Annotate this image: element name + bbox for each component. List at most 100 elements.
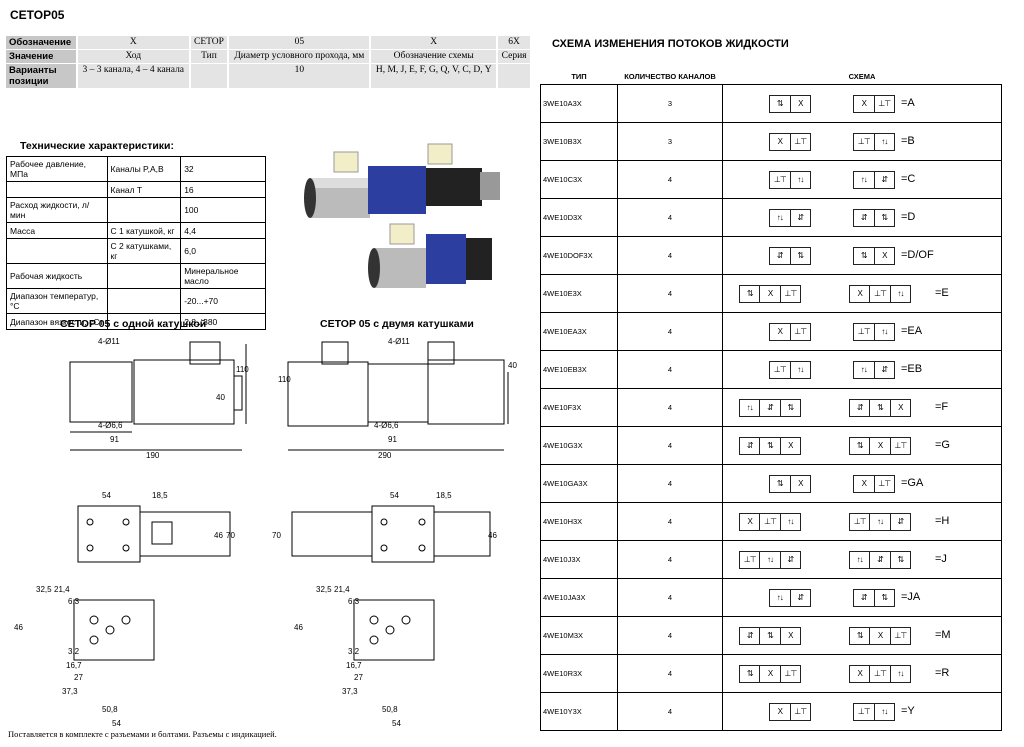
valve-position-icon: X (854, 96, 875, 112)
scheme-symbol: ↑↓⇵⇅⇵⇅X=F (725, 389, 999, 426)
code-cell (188, 63, 229, 89)
dim-110: 110 (236, 365, 249, 374)
valve-position-icon: ↑↓ (787, 517, 794, 526)
valve-photo (304, 143, 500, 288)
two-coil-title: CETOP 05 с двумя катушками (320, 318, 474, 330)
spec-cell-c: -20...+70 (180, 288, 266, 314)
dim-70-b: 70 (272, 531, 281, 540)
dim-46-d: 46 (294, 623, 303, 632)
dim-91: 91 (110, 435, 119, 444)
dim-16-7: 16,7 (66, 661, 82, 670)
code-cell: Обозначение схемы (369, 49, 498, 64)
dim-54-c: 54 (112, 719, 121, 728)
header-count: КОЛИЧЕСТВО КАНАЛОВ (624, 71, 716, 81)
scheme-type: 3WE10A3X (540, 84, 618, 123)
dim-70: 70 (226, 531, 235, 540)
dim-21-4: 21,4 (54, 585, 70, 594)
valve-position-icon: ⊥⊤ (894, 441, 907, 450)
scheme-count: 4 (617, 464, 723, 503)
scheme-symbol-cell: ⇵⇅X⇅X⊥⊤=G (722, 426, 1002, 465)
spec-cell-a: Диапазон вязкости, сСт (6, 313, 108, 330)
spec-cell-a: Рабочее давление, МПа (6, 156, 108, 182)
scheme-symbol: ⇵⇅X⇅X⊥⊤=M (725, 617, 999, 654)
dim-110-b: 110 (278, 375, 291, 384)
scheme-type: 4WE10D3X (540, 198, 618, 237)
valve-symbol-icon: ⇅X⊥⊤ (739, 665, 801, 683)
scheme-symbol: X⊥⊤⊥⊤↑↓=EA (725, 313, 999, 350)
code-cell: 6X (496, 36, 530, 50)
scheme-result: =C (901, 173, 916, 185)
spec-cell-c: Минеральное масло (180, 263, 266, 289)
valve-symbol-icon: X⊥⊤↑↓ (739, 513, 801, 531)
valve-position-icon: ⇅ (770, 96, 791, 112)
dim-190: 190 (146, 451, 160, 460)
dim-27: 27 (74, 673, 83, 682)
scheme-result: =EB (901, 363, 923, 375)
code-cell: 10 (227, 63, 371, 89)
scheme-symbol: X⊥⊤⊥⊤↑↓=B (725, 123, 999, 160)
valve-position-icon: X (770, 704, 791, 720)
valve-position-icon: X (898, 403, 903, 412)
code-cell: 05 (227, 36, 371, 50)
valve-position-icon: ⊥⊤ (854, 134, 875, 150)
holes-label-4: 4-Ø6,6 (374, 421, 399, 430)
dim-18-5: 18,5 (152, 491, 168, 500)
scheme-count: 4 (617, 654, 723, 693)
delivery-note: Поставляется в комплекте с разъемами и б… (8, 729, 277, 739)
valve-position-icon: ↑↓ (770, 210, 791, 226)
valve-position-icon: ⊥⊤ (878, 99, 891, 108)
dim-37-3-b: 37,3 (342, 687, 358, 696)
code-row-label: Значение (6, 49, 77, 64)
scheme-result: =M (935, 629, 951, 641)
valve-symbol-icon: ↑↓⇵ (769, 209, 811, 227)
scheme-result: =EA (901, 325, 923, 337)
scheme-symbol-cell: X⊥⊤⊥⊤↑↓=EA (722, 312, 1002, 351)
valve-position-icon: ⇵ (740, 438, 761, 454)
dim-6-3-b: 6,3 (348, 597, 360, 606)
valve-position-icon: X (770, 134, 791, 150)
one-coil-side-drawing: 4-Ø11 91 190 4-Ø6,6 110 40 (69, 337, 249, 460)
scheme-symbol-cell: X⊥⊤↑↓⊥⊤↑↓⇵=H (722, 502, 1002, 541)
scheme-symbol: X⊥⊤⊥⊤↑↓=Y (725, 693, 999, 730)
valve-symbol-icon: ⇵⇅ (853, 209, 895, 227)
holes-label-2: 4-Ø6,6 (98, 421, 123, 430)
spec-cell-c: 6,0 (180, 238, 266, 264)
valve-symbol-icon: X⊥⊤ (853, 475, 895, 493)
valve-position-icon: ⊥⊤ (854, 704, 875, 720)
scheme-result: =G (935, 439, 950, 451)
scheme-result: =H (935, 515, 950, 527)
valve-symbol-icon: X⊥⊤↑↓ (849, 665, 911, 683)
spec-cell-b: С 1 катушкой, кг (106, 222, 182, 239)
spec-cell-b: Канал T (106, 181, 182, 198)
valve-position-icon: X (854, 476, 875, 492)
valve-position-icon: ⇅ (787, 403, 794, 412)
spec-cell-a: Рабочая жидкость (6, 263, 108, 289)
valve-symbol-icon: ⇵⇅ (853, 589, 895, 607)
scheme-type: 4WE10J3X (540, 540, 618, 579)
scheme-symbol-cell: ⇅X⊥⊤X⊥⊤↑↓=R (722, 654, 1002, 693)
valve-position-icon: ⇅ (881, 213, 888, 222)
valve-position-icon: ⇅ (740, 286, 761, 302)
scheme-symbol-cell: ⊥⊤↑↓↑↓⇵=C (722, 160, 1002, 199)
spec-cell-c: 100 (180, 197, 266, 223)
scheme-symbol: ⊥⊤↑↓↑↓⇵=C (725, 161, 999, 198)
valve-position-icon: ⇅ (870, 400, 891, 416)
code-cell: Диаметр условного прохода, мм (227, 49, 371, 64)
spec-cell-a: Диапазон температур, °С (6, 288, 108, 314)
spec-cell-a (6, 181, 108, 198)
valve-symbol-icon: X⊥⊤ (769, 323, 811, 341)
valve-symbol-icon: ↑↓⇵ (853, 361, 895, 379)
valve-position-icon: ↑↓ (770, 590, 791, 606)
scheme-result: =F (935, 401, 949, 413)
scheme-type: 4WE10C3X (540, 160, 618, 199)
dim-6-3: 6,3 (68, 597, 80, 606)
